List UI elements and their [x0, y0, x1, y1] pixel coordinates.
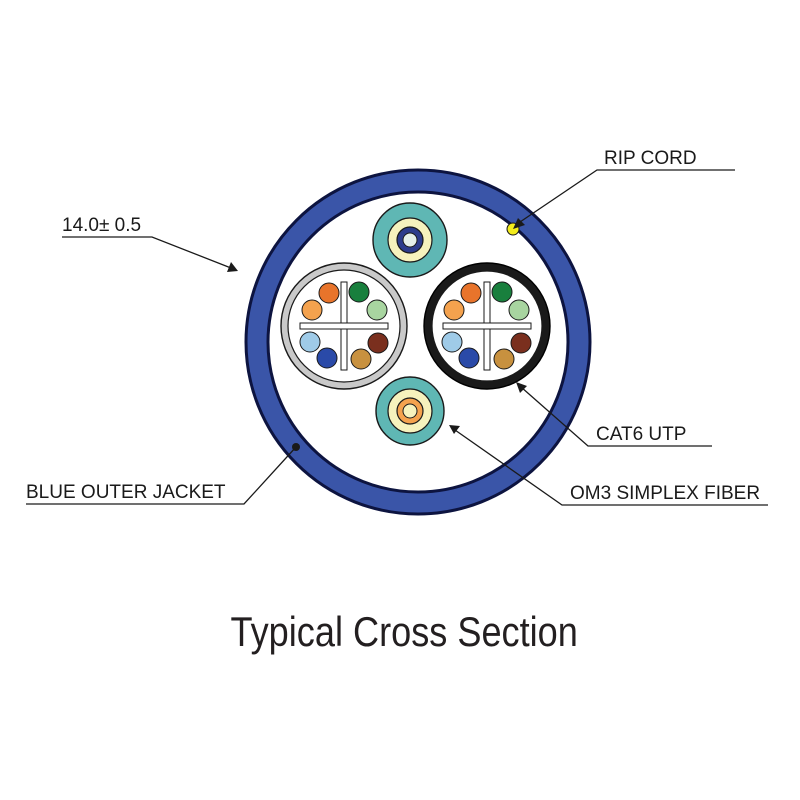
- leader-rip-cord: [519, 169, 735, 223]
- label-cat6-utp: CAT6 UTP: [596, 424, 686, 445]
- pair-green: [491, 281, 513, 303]
- pair-blue: [316, 347, 338, 369]
- label-diameter: 14.0± 0.5: [62, 215, 141, 236]
- pair-brown: [367, 332, 389, 354]
- pair-green: [348, 281, 370, 303]
- label-outer-jacket: BLUE OUTER JACKET: [26, 482, 226, 503]
- pair-brown-white: [493, 348, 515, 370]
- label-om3-fiber: OM3 SIMPLEX FIBER: [570, 483, 760, 504]
- leader-om3: [454, 429, 768, 506]
- pair-orange: [460, 282, 482, 304]
- diagram-caption: Typical Cross Section: [230, 608, 578, 655]
- leader-cat6: [520, 386, 712, 447]
- arrowhead-cat6: [516, 382, 527, 393]
- pair-brown-white: [350, 348, 372, 370]
- arrowhead-rip-cord: [513, 218, 525, 229]
- leader-dot-outer-jacket: [292, 443, 300, 451]
- pair-orange: [318, 282, 340, 304]
- pair-orange-white: [443, 299, 465, 321]
- leader-diameter: [62, 236, 232, 269]
- cat6-utp-right: [423, 262, 551, 390]
- arrowhead-om3: [449, 425, 460, 434]
- cross-separator: [442, 281, 532, 371]
- pair-blue-white: [441, 331, 463, 353]
- pair-orange-white: [301, 299, 323, 321]
- pair-brown: [510, 332, 532, 354]
- label-rip-cord: RIP CORD: [604, 148, 697, 169]
- leader-outer-jacket: [26, 446, 297, 505]
- cat6-utp-left: [280, 262, 408, 390]
- om3-fiber-top: [372, 202, 448, 278]
- om3-fiber-bottom: [375, 376, 445, 446]
- pair-green-white: [366, 299, 388, 321]
- arrowhead-diameter: [227, 262, 238, 272]
- pair-blue-white: [299, 331, 321, 353]
- cross-separator: [299, 281, 389, 371]
- pair-green-white: [508, 299, 530, 321]
- pair-blue: [458, 347, 480, 369]
